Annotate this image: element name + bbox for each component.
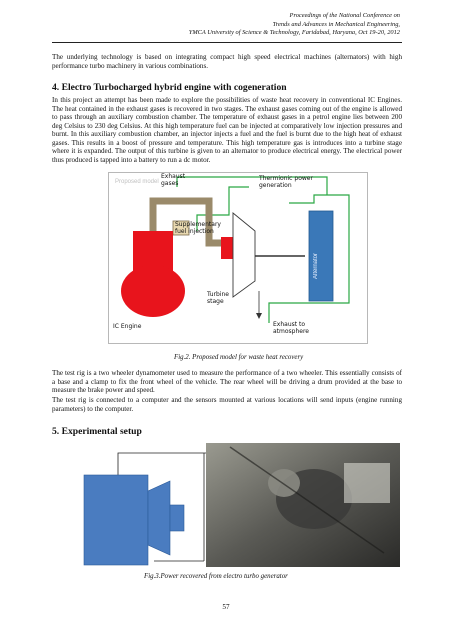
turbine-housing (232, 212, 256, 298)
figure-2-diagram: Proposed model Exhaust gases Thermionic … (108, 172, 368, 344)
test-rig-paragraph: The test rig is a two wheeler dynamomete… (52, 369, 402, 395)
figure-3-caption: Fig.3.Power recovered from electro turbo… (144, 573, 288, 580)
figure-3-schematic (83, 443, 400, 567)
figure-3 (54, 443, 400, 567)
intro-paragraph: The underlying technology is based on in… (52, 53, 402, 70)
supplementary-fuel-label: Supplementary fuel injection (175, 221, 221, 235)
fuel-injector-box (172, 220, 190, 236)
exhaust-atmosphere-label: Exhaust to atmosphere (273, 321, 309, 335)
test-rig-paragraph-2: The test rig is connected to a computer … (52, 396, 402, 413)
thermionic-label: Thermionic power generation (259, 175, 313, 189)
header-rule (52, 42, 402, 43)
engine-block (133, 231, 173, 271)
section-5-heading: 5. Experimental setup (52, 426, 142, 437)
section-4-heading: 4. Electro Turbocharged hybrid engine wi… (52, 82, 287, 93)
section-4-paragraph: In this project an attempt has been made… (52, 96, 402, 164)
engine-crankcase (121, 265, 185, 317)
alternator-block (308, 210, 334, 302)
figure-2-caption: Fig.2. Proposed model for waste heat rec… (174, 354, 304, 361)
green-connector-left (196, 186, 249, 231)
schematic-turbine (147, 480, 171, 556)
alternator-label: Alternator (313, 252, 319, 279)
engine-photo-turbo (268, 469, 300, 497)
exhaust-pipe (149, 197, 227, 247)
page-number: 57 (222, 603, 230, 611)
engine-photo-panel (344, 463, 390, 503)
exhaust-gases-label: Exhaust gases (161, 173, 186, 187)
header-line-3: YMCA University of Science & Technology,… (188, 29, 400, 37)
turbine-inlet (221, 237, 233, 259)
schematic-shaft (169, 504, 185, 532)
proposed-model-label: Proposed model (115, 179, 159, 185)
running-header: Proceedings of the National Conference o… (100, 12, 400, 38)
green-connector-right (289, 194, 327, 204)
green-connector-top (176, 176, 328, 195)
header-line-2: Trends and Advances in Mechanical Engine… (272, 20, 400, 28)
turbine-stage-label: Turbine stage (207, 291, 229, 305)
green-connector-outer (268, 194, 350, 323)
header-line-1: Proceedings of the National Conference o… (289, 12, 400, 19)
schematic-block (83, 474, 149, 566)
engine-photo-wire (229, 446, 385, 554)
exhaust-arrow-head (256, 313, 262, 319)
figure-2-svg (121, 176, 350, 323)
ic-engine-label: IC Engine (113, 323, 142, 330)
